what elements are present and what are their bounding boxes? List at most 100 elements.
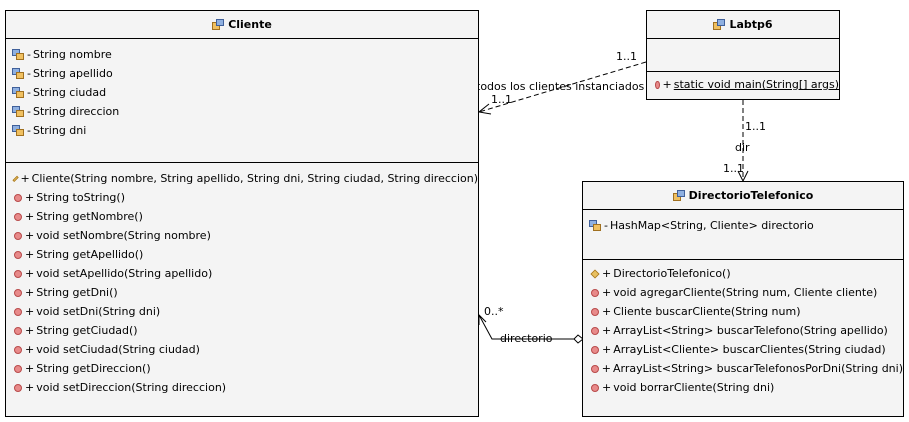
visibility-marker: +: [602, 381, 612, 394]
method-row[interactable]: +void setApellido(String apellido): [6, 264, 478, 283]
method-row[interactable]: +ArrayList<String> buscarTelefonosPorDni…: [583, 359, 903, 378]
method-icon: [655, 80, 660, 89]
method-icon: [14, 345, 22, 354]
visibility-marker: +: [601, 362, 611, 375]
visibility-marker: +: [20, 172, 30, 185]
visibility-marker: -: [27, 105, 31, 118]
dependency-line-labtp6-cliente: [478, 61, 647, 113]
visibility-marker: +: [602, 343, 612, 356]
visibility-marker: +: [25, 343, 35, 356]
method-icon: [591, 326, 599, 335]
label-labtp6-directorio: dir: [735, 141, 750, 154]
method-row[interactable]: +String toString(): [6, 188, 478, 207]
attributes-section: [647, 39, 839, 72]
visibility-marker: -: [604, 219, 608, 232]
attribute-row[interactable]: -String nombre: [6, 45, 478, 64]
method-signature: ArrayList<String> buscarTelefonosPorDni(…: [613, 362, 903, 375]
method-row[interactable]: +void setNombre(String nombre): [6, 226, 478, 245]
mult-labtp6-cliente-target: 1..1: [491, 93, 512, 106]
attribute-text: String direccion: [32, 105, 120, 118]
class-box-labtp6[interactable]: Labtp6 +static void main(String[] args): [646, 10, 840, 100]
visibility-marker: +: [602, 267, 612, 280]
class-header-directorio-telefonico: DirectorioTelefonico: [583, 182, 903, 210]
attributes-section: -HashMap<String, Cliente> directorio: [583, 210, 903, 260]
visibility-marker: +: [25, 210, 35, 223]
method-signature: void agregarCliente(String num, Cliente …: [613, 286, 878, 299]
field-icon: [12, 49, 24, 60]
method-row[interactable]: +void setCiudad(String ciudad): [6, 340, 478, 359]
method-row[interactable]: +ArrayList<String> buscarTelefono(String…: [583, 321, 903, 340]
method-signature: void setNombre(String nombre): [36, 229, 211, 242]
method-signature: Cliente(String nombre, String apellido, …: [31, 172, 478, 185]
method-signature: String getNombre(): [36, 210, 143, 223]
method-signature: void setCiudad(String ciudad): [36, 343, 200, 356]
method-row[interactable]: +String getCiudad(): [6, 321, 478, 340]
class-name: Cliente: [228, 18, 272, 31]
mult-directorio-cliente-target: 0..*: [484, 305, 504, 318]
class-box-directorio-telefonico[interactable]: DirectorioTelefonico -HashMap<String, Cl…: [582, 181, 904, 417]
method-signature: String getApellido(): [36, 248, 144, 261]
attribute-text: HashMap<String, Cliente> directorio: [609, 219, 814, 232]
constructor-icon: [590, 268, 600, 279]
visibility-marker: -: [27, 67, 31, 80]
methods-section: +DirectorioTelefonico()+void agregarClie…: [583, 260, 903, 397]
method-signature: String toString(): [36, 191, 125, 204]
method-icon: [14, 269, 22, 278]
method-row[interactable]: +void setDni(String dni): [6, 302, 478, 321]
methods-section: +Cliente(String nombre, String apellido,…: [6, 163, 478, 397]
method-row[interactable]: +ArrayList<Cliente> buscarClientes(Strin…: [583, 340, 903, 359]
method-row[interactable]: +Cliente buscarCliente(String num): [583, 302, 903, 321]
visibility-marker: +: [25, 286, 35, 299]
method-icon: [591, 307, 599, 316]
visibility-marker: +: [602, 286, 612, 299]
attribute-text: String ciudad: [32, 86, 107, 99]
label-labtp6-cliente: todos los clientes instanciados: [476, 80, 645, 93]
method-row[interactable]: +String getDireccion(): [6, 359, 478, 378]
attribute-row[interactable]: -String ciudad: [6, 83, 478, 102]
visibility-marker: +: [602, 324, 612, 337]
method-row[interactable]: +String getNombre(): [6, 207, 478, 226]
method-row[interactable]: +void setDireccion(String direccion): [6, 378, 478, 397]
attribute-row[interactable]: -HashMap<String, Cliente> directorio: [583, 216, 903, 235]
attribute-row[interactable]: -String dni: [6, 121, 478, 140]
class-icon: [212, 19, 225, 30]
method-icon: [14, 326, 22, 335]
field-icon: [12, 106, 24, 117]
method-signature: DirectorioTelefonico(): [613, 267, 731, 280]
visibility-marker: +: [662, 78, 672, 91]
constructor-row[interactable]: +DirectorioTelefonico(): [583, 264, 903, 283]
attribute-row[interactable]: -String direccion: [6, 102, 478, 121]
method-row[interactable]: +static void main(String[] args): [647, 75, 839, 94]
mult-labtp6-cliente-source: 1..1: [616, 50, 637, 63]
class-header-labtp6: Labtp6: [647, 11, 839, 39]
method-signature: Cliente buscarCliente(String num): [613, 305, 801, 318]
method-icon: [14, 288, 22, 297]
method-row[interactable]: +void borrarCliente(String dni): [583, 378, 903, 397]
method-row[interactable]: +String getDni(): [6, 283, 478, 302]
visibility-marker: -: [27, 86, 31, 99]
visibility-marker: +: [25, 191, 35, 204]
aggregation-line: [478, 314, 574, 340]
visibility-marker: +: [602, 305, 612, 318]
class-icon: [672, 190, 685, 201]
field-icon: [12, 68, 24, 79]
class-header-cliente: Cliente: [6, 11, 478, 39]
class-name: Labtp6: [729, 18, 773, 31]
visibility-marker: -: [27, 48, 31, 61]
arrowhead-cliente: [477, 103, 492, 115]
method-icon: [14, 212, 22, 221]
class-box-cliente[interactable]: Cliente -String nombre-String apellido-S…: [5, 10, 479, 417]
attribute-text: String nombre: [32, 48, 112, 61]
attribute-text: String dni: [32, 124, 87, 137]
method-icon: [14, 231, 22, 240]
method-row[interactable]: +String getApellido(): [6, 245, 478, 264]
method-signature: void setApellido(String apellido): [36, 267, 213, 280]
attribute-text: String apellido: [32, 67, 113, 80]
attribute-row[interactable]: -String apellido: [6, 64, 478, 83]
method-row[interactable]: +void agregarCliente(String num, Cliente…: [583, 283, 903, 302]
method-signature: void borrarCliente(String dni): [613, 381, 775, 394]
class-icon: [713, 19, 726, 30]
visibility-marker: +: [25, 362, 35, 375]
mult-labtp6-directorio-source: 1..1: [745, 120, 766, 133]
constructor-row[interactable]: +Cliente(String nombre, String apellido,…: [6, 169, 478, 188]
